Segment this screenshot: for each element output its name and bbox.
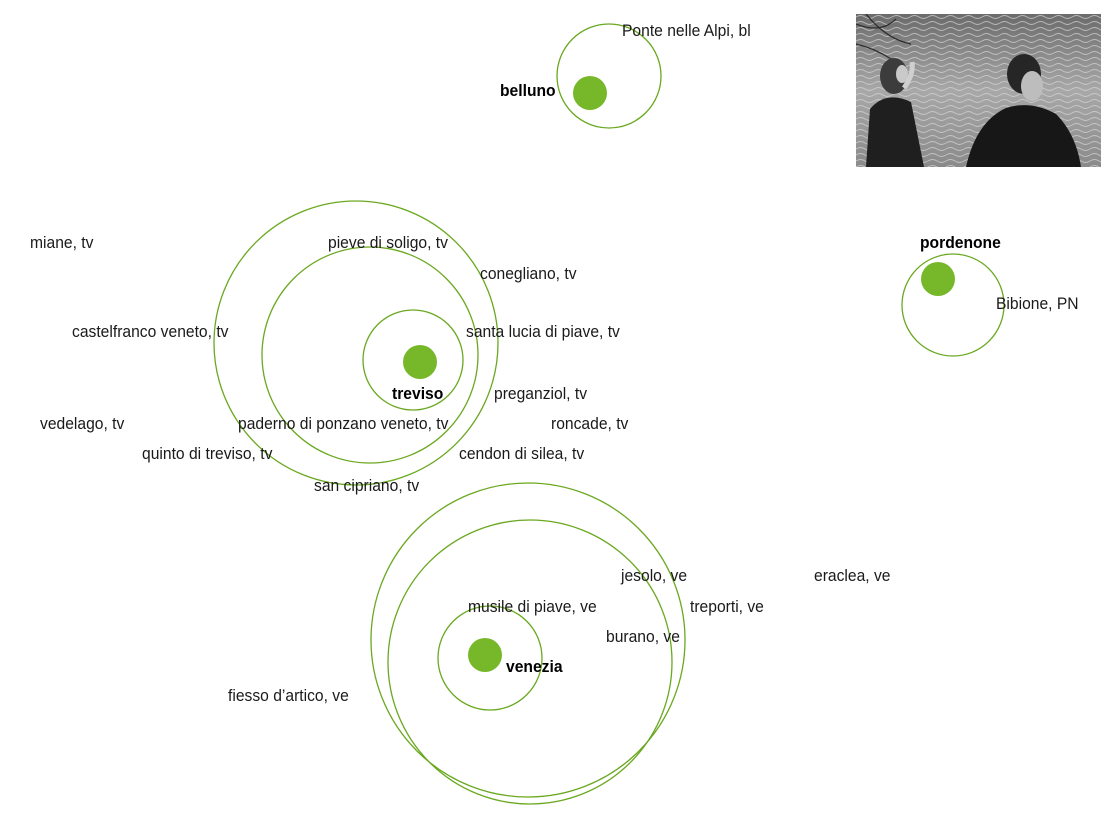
venezia-inner-ring [437,605,543,711]
place-paderno-di-ponzano: paderno di ponzano veneto, tv [238,414,449,433]
pordenone-ring [901,253,1005,357]
venezia-dot[interactable] [468,638,502,672]
place-san-cipriano: san cipriano, tv [314,476,420,495]
place-conegliano: conegliano, tv [480,264,577,283]
hub-label-venezia: venezia [506,657,563,676]
hub-label-belluno: belluno [500,81,556,100]
place-pieve-di-soligo: pieve di soligo, tv [328,233,448,252]
place-ponte-nelle-alpi: Ponte nelle Alpi, bl [622,21,751,40]
place-roncade: roncade, tv [551,414,629,433]
place-castelfranco-veneto: castelfranco veneto, tv [72,322,229,341]
treviso-dot[interactable] [403,345,437,379]
place-bibione: Bibione, PN [996,294,1079,313]
belluno-dot[interactable] [573,76,607,110]
venezia-outer-ring [370,482,686,798]
photo-two-people-by-water [856,14,1101,167]
place-quinto-di-treviso: quinto di treviso, tv [142,444,273,463]
place-cendon-di-silea: cendon di silea, tv [459,444,585,463]
hub-label-pordenone: pordenone [920,233,1001,252]
treviso-middle-ring [261,246,479,464]
hub-label-treviso: treviso [392,384,444,403]
place-jesolo: jesolo, ve [621,566,688,585]
place-vedelago: vedelago, tv [40,414,125,433]
place-burano: burano, ve [606,627,680,646]
place-fiesso-d-artico: fiesso d’artico, ve [228,686,349,705]
place-miane: miane, tv [30,233,94,252]
place-eraclea: eraclea, ve [814,566,891,585]
place-musile-di-piave: musile di piave, ve [468,597,597,616]
treviso-inner-ring [362,309,464,411]
place-santa-lucia-di-piave: santa lucia di piave, tv [466,322,620,341]
place-preganziol: preganziol, tv [494,384,588,403]
treviso-outer-ring [213,200,499,486]
belluno-ring [556,23,662,129]
place-treporti: treporti, ve [690,597,764,616]
pordenone-dot[interactable] [921,262,955,296]
venezia-middle-ring [387,519,673,805]
